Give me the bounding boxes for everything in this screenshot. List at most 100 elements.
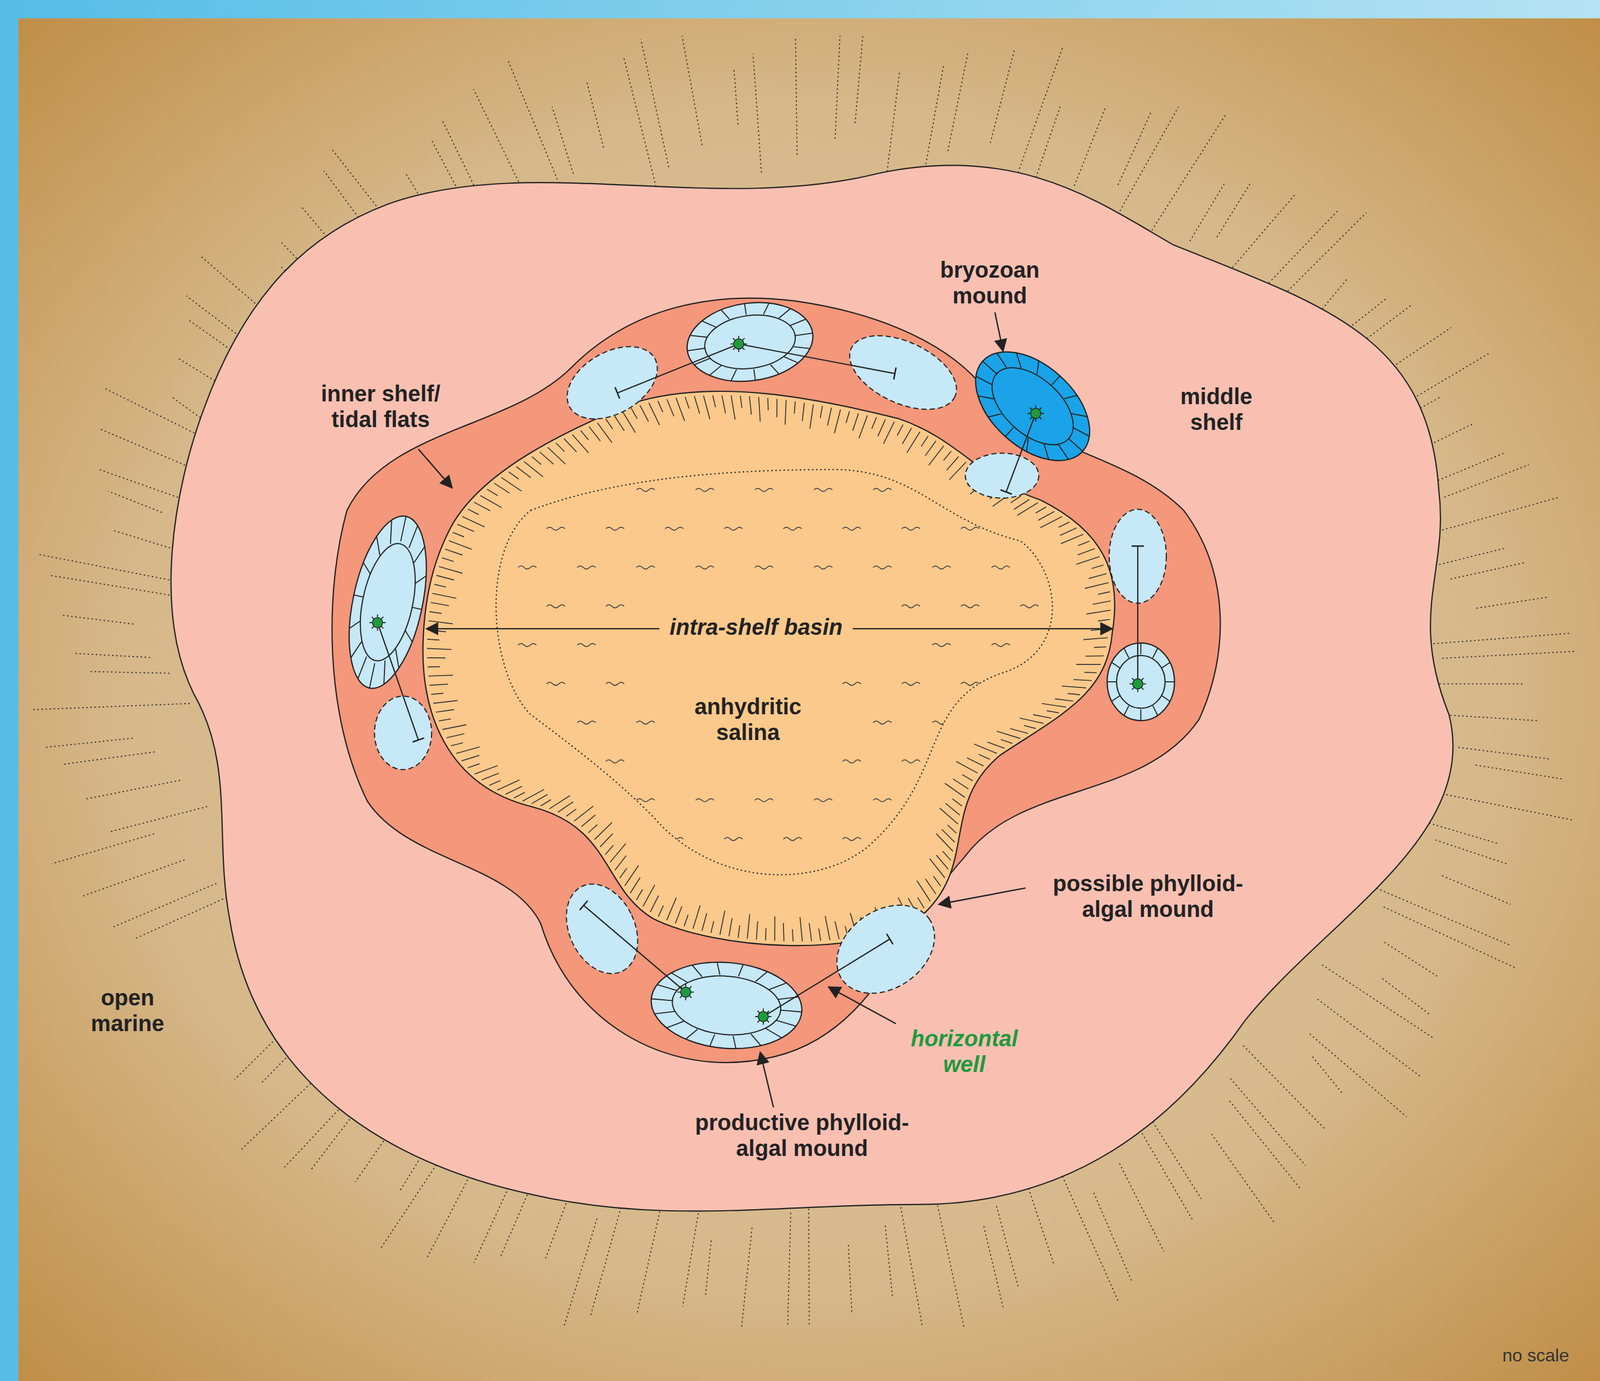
marine-tick [1211,1133,1276,1224]
rim-tick [555,442,565,452]
marine-tick [1312,1056,1343,1093]
rim-tick [605,419,613,430]
wave-mark [1079,527,1099,530]
mound-cell-line [794,332,813,336]
rim-tick [675,906,683,924]
mound-core [350,538,425,666]
mound-cell-line [982,360,998,374]
marine-tick [996,1206,1020,1289]
rim-tick [676,397,685,421]
mound-cell-line [716,962,720,975]
mound-cell-line [1106,681,1117,683]
well-toe [1131,545,1144,547]
marine-tick [1242,1045,1326,1130]
rim-tick [852,413,859,431]
marine-tick [1216,181,1251,238]
wave-mark [605,604,624,608]
mound-cell-line [1016,352,1021,369]
mound-cell-line [690,335,708,337]
wave-mark [1050,643,1069,647]
rim-tick [1089,573,1107,579]
wave-mark [932,643,951,647]
rim-tick [701,912,707,931]
rim-tick [648,402,660,425]
rim-tick [1014,499,1030,510]
mound-cell-line [784,356,799,363]
rim-tick [949,461,966,480]
mound-cell-line [395,648,400,668]
wave-mark [754,565,774,569]
marine-tick [1119,1162,1164,1251]
rim-tick [486,489,498,496]
wave-mark [901,759,921,763]
rim-tick [792,928,794,942]
label-text: middle shelf [1160,383,1273,435]
rim-tick [1033,714,1051,719]
possible-mound [965,453,1039,499]
wave-mark [842,837,862,841]
mound-cell-line [1161,662,1170,668]
rim-tick [767,397,769,411]
wave-mark [546,682,566,685]
rim-tick [871,417,877,429]
rim-tick [774,916,776,941]
rim-tick [818,928,821,941]
rim-tick [539,451,553,464]
rim-tick [952,798,963,806]
mound-cell-line [1064,395,1078,399]
wave-mark [932,798,951,802]
wave-mark [783,837,802,841]
rim-tick [921,435,928,447]
well-path [617,343,739,393]
rim-tick [1054,698,1074,701]
rim-tick [428,620,453,624]
wave-mark [991,565,1011,569]
marine-tick [795,38,797,156]
wave-mark [901,604,921,608]
mound-cell-line [701,320,716,327]
rim-tick [1058,521,1070,527]
marine-tick [1444,464,1529,497]
rim-tick [597,422,612,443]
mound-cell-line [376,536,380,556]
mound-core [669,971,784,1040]
wave-mark [1050,798,1069,802]
rim-tick [1042,703,1067,708]
rim-tick [631,407,638,419]
rim-tick [710,920,714,933]
mound-cell-line [409,525,418,548]
wave-mark [873,798,892,802]
wave-mark [695,565,715,569]
mound-cell-line [733,1035,736,1049]
wave-mark [1020,759,1039,763]
leader-line [938,887,1026,904]
wave-mark [518,488,537,491]
rim-tick [444,549,463,556]
mound-cell-line [1152,705,1158,716]
wave-mark [546,604,566,608]
rim-tick [588,426,600,441]
wave-mark [842,527,862,530]
well-toe [412,737,425,742]
rim-tick [878,419,886,436]
marine-tick [933,1185,965,1327]
wave-mark [842,759,862,763]
rim-tick [1040,516,1063,528]
marine-tick [848,1244,852,1315]
rim-tick [580,430,589,440]
mound-cell-line [709,365,722,375]
marine-tick [90,671,170,674]
middle-shelf [171,165,1454,1211]
rim-tick [496,779,520,790]
wave-mark [754,798,774,802]
rim-tick [429,683,449,685]
mound-cell-line [1058,443,1069,460]
marine-tick [1309,1033,1407,1117]
rim-tick [925,440,936,457]
mound-cell-line [383,660,386,685]
wave-mark [1079,682,1099,685]
rim-tick [916,880,931,902]
mound-cell-line [400,515,406,541]
wave-mark [636,488,655,491]
